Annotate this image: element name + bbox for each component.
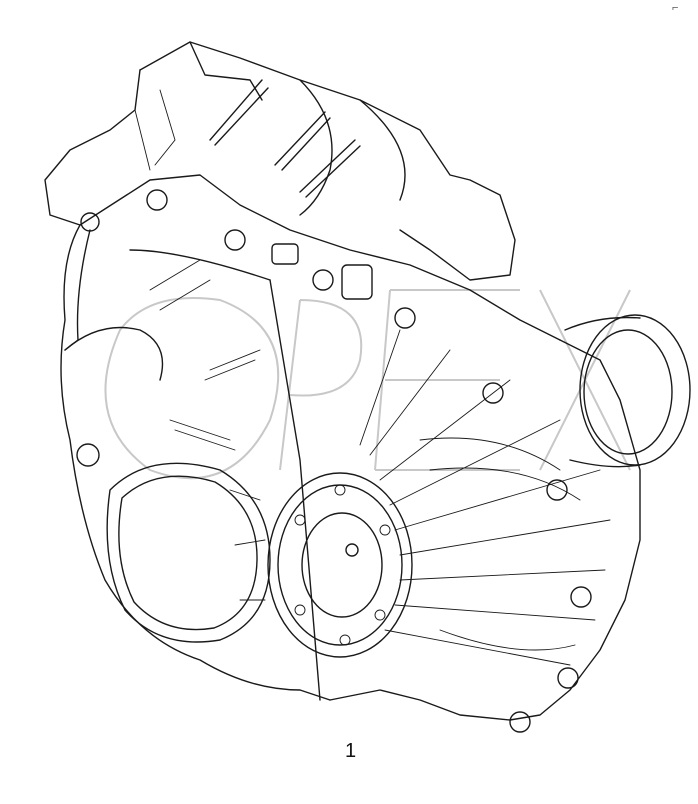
bolt — [146, 189, 168, 211]
bolt — [224, 229, 246, 251]
part-number-label: 1 — [345, 740, 357, 762]
bolt — [570, 586, 592, 608]
breather-cap — [341, 264, 373, 300]
bolt — [546, 479, 568, 501]
bolt — [482, 382, 504, 404]
output-flange — [564, 314, 691, 468]
bolt — [557, 667, 579, 689]
corner-mark: ⌐ — [672, 2, 679, 14]
upper-housing — [44, 41, 516, 281]
case-ribs — [149, 259, 611, 666]
center-flange — [267, 472, 413, 658]
bolts — [76, 189, 592, 733]
watermark — [104, 289, 631, 480]
bolt — [76, 443, 100, 467]
bolt — [509, 711, 531, 733]
bolt — [312, 269, 334, 291]
main-case — [60, 174, 641, 721]
filler-plug — [271, 243, 299, 265]
bolt — [80, 212, 100, 232]
left-cover — [64, 326, 271, 643]
bolt — [394, 307, 416, 329]
